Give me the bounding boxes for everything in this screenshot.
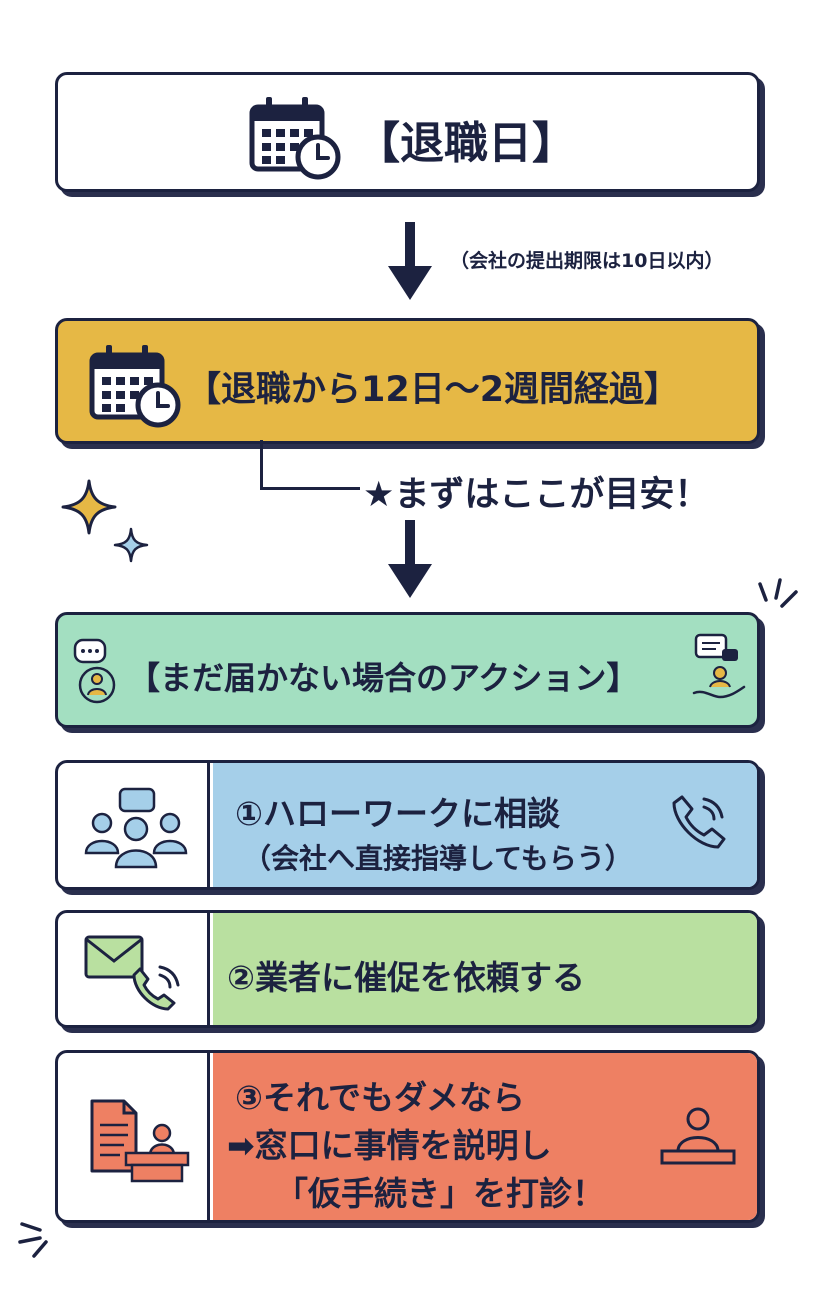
step1-label: 【退職日】 [356, 118, 576, 169]
sparkle-small-icon [113, 527, 149, 563]
action1-content: ①ハローワークに相談 （会社へ直接指導してもらう） [213, 763, 757, 887]
step-retirement-day: 【退職日】 [55, 72, 760, 192]
action3-title: ③それでもダメなら [235, 1078, 525, 1117]
calendar-clock-icon [249, 97, 341, 180]
document-desk-icon [90, 1099, 190, 1183]
sparkle-icon [61, 479, 117, 535]
step-actions-header: 【まだ届かない場合のアクション】 [55, 612, 760, 728]
action2-icon-cell [58, 913, 210, 1025]
support-hand-icon [692, 633, 746, 699]
action3-line2: ➡窓口に事情を説明し [227, 1126, 552, 1165]
action-explain-window: ③それでもダメなら ➡窓口に事情を説明し 「仮手続き」を打診！ [55, 1050, 760, 1223]
action3-line3: 「仮手続き」を打診！ [275, 1174, 605, 1213]
action1-detail: （会社へ直接指導してもらう） [243, 842, 633, 875]
group-people-icon [84, 787, 188, 869]
step-waiting-period: 【退職から12日〜2週間経過】 [55, 318, 760, 444]
action-ask-vendor: ②業者に催促を依頼する [55, 910, 760, 1028]
target-note: ★まずはここが目安！ [363, 475, 710, 515]
action3-content: ③それでもダメなら ➡窓口に事情を説明し 「仮手続き」を打診！ [213, 1053, 757, 1220]
chat-person-icon [73, 638, 116, 704]
calendar-clock-icon [89, 345, 181, 428]
arrow-down-icon [388, 520, 432, 598]
action1-title: ①ハローワークに相談 [235, 794, 560, 833]
action2-content: ②業者に催促を依頼する [213, 913, 757, 1025]
burst-lines-icon [758, 578, 798, 608]
step3-label: 【まだ届かない場合のアクション】 [128, 659, 639, 697]
burst-lines-icon [18, 1222, 48, 1258]
phone-icon [672, 795, 726, 849]
mail-phone-icon [84, 935, 180, 1011]
action3-icon-cell [58, 1053, 210, 1220]
step2-label: 【退職から12日〜2週間経過】 [186, 370, 680, 410]
deadline-note: （会社の提出期限は10日以内） [450, 250, 724, 272]
note-connector [260, 440, 360, 490]
counter-person-icon [660, 1107, 736, 1165]
arrow-down-icon [388, 222, 432, 300]
action2-title: ②業者に催促を依頼する [227, 958, 585, 997]
action-hello-work: ①ハローワークに相談 （会社へ直接指導してもらう） [55, 760, 760, 890]
action1-icon-cell [58, 763, 210, 887]
